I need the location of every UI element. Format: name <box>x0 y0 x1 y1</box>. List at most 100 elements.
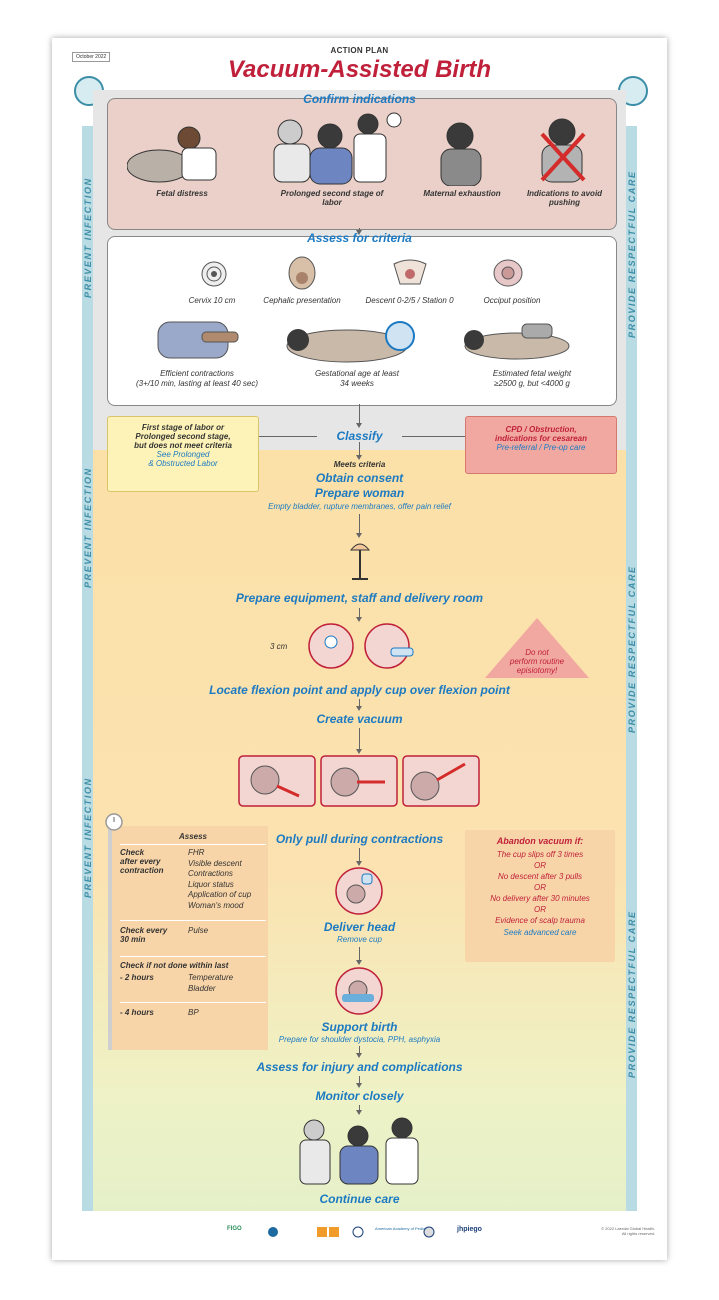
divider <box>120 920 266 921</box>
remove-cup-sub: Remove cup <box>337 935 382 944</box>
criteria-label: Efficient contractions <box>160 369 234 378</box>
maternal-exhaustion-illustration <box>440 122 482 186</box>
jhpiego-logo: jhpiego <box>457 1226 482 1233</box>
flow-arrow <box>356 228 362 235</box>
schedule-value: Temperature <box>188 973 234 982</box>
criteria-label: Descent 0-2/5 / Station 0 <box>365 296 454 305</box>
continue-care-heading: Continue care <box>319 1192 400 1206</box>
schedule-values: FHR Visible descent Contractions Liquor … <box>188 848 268 911</box>
cesarean-box: CPD / Obstruction, indications for cesar… <box>465 416 617 474</box>
page-title: Vacuum-Assisted Birth <box>227 56 492 83</box>
flow-arrow <box>356 442 362 460</box>
see-prolonged-link[interactable]: & Obstructed Labor <box>148 459 218 468</box>
schedule-key-line: after every <box>120 857 161 866</box>
aap-logo: American Academy of Pediatrics <box>375 1226 433 1231</box>
assess-title: Assess <box>178 832 208 841</box>
schedule-key: - 4 hours <box>120 1008 154 1017</box>
flexion-point-illustration <box>308 623 414 669</box>
criteria-label: Cephalic presentation <box>263 296 341 305</box>
fetal-weight-illustration <box>464 323 570 360</box>
assess-heading: Assess for criteria <box>307 231 412 245</box>
box-text: indications for cesarean <box>494 434 588 443</box>
schedule-value: Pulse <box>188 926 209 935</box>
obtain-consent-heading: Obtain consent <box>315 471 404 485</box>
box-text: CPD / Obstruction, <box>505 425 577 434</box>
criteria-label-detail: (3+/10 min, lasting at least 40 sec) <box>135 379 259 388</box>
schedule-row: Check after every contraction FHR Visibl… <box>120 848 266 918</box>
schedule-key-line: 30 min <box>120 935 146 944</box>
poster: October 2022 ACTION PLAN Vacuum-Assisted… <box>52 38 667 1260</box>
schedule-key-line: Check <box>120 848 145 857</box>
avoid-pushing-illustration <box>540 118 586 183</box>
support-birth-sub: Prepare for shoulder dystocia, PPH, asph… <box>278 1035 441 1044</box>
warning-line: Do not <box>525 648 549 657</box>
schedule-value: Application of cup <box>188 890 252 899</box>
flow-arrow <box>356 1105 362 1115</box>
flow-arrow <box>356 947 362 965</box>
locate-flexion-heading: Locate flexion point and apply cup over … <box>209 683 510 697</box>
support-birth-heading: Support birth <box>321 1020 398 1034</box>
warning-text: Do not perform routine episiotomy! <box>487 648 587 675</box>
cervix-icon <box>201 261 227 287</box>
descent-station-icon <box>393 259 427 285</box>
schedule-key: Check after every contraction <box>120 848 180 875</box>
abandon-condition: The cup slips off 3 times <box>496 850 584 859</box>
continue-care-illustration <box>299 1117 419 1185</box>
schedule-row: - 2 hours Temperature Bladder <box>120 973 266 999</box>
indication-label: Indications to avoid pushing <box>526 189 603 207</box>
abandon-condition: No delivery after 30 minutes <box>490 894 590 903</box>
abandon-or: OR <box>534 883 546 892</box>
abandon-vacuum-box: Abandon vacuum if: The cup slips off 3 t… <box>465 830 615 962</box>
copyright-text: © 2022 Laerdal Global Health. All rights… <box>601 1226 655 1236</box>
flow-arrow <box>356 404 362 428</box>
warning-line: perform routine <box>509 657 565 666</box>
only-pull-heading: Only pull during contractions <box>275 832 444 846</box>
flow-arrow <box>356 608 362 622</box>
abandon-or: OR <box>534 905 546 914</box>
schedule-row: Check every 30 min Pulse <box>120 926 266 950</box>
prepare-equipment-heading: Prepare equipment, staff and delivery ro… <box>235 591 484 605</box>
schedule-value: Contractions <box>188 869 233 878</box>
assess-injury-heading: Assess for injury and complications <box>256 1060 463 1074</box>
box-text: but does not meet criteria <box>134 441 232 450</box>
aap-logo-icon <box>423 1226 435 1238</box>
schedule-value: BP <box>188 1008 199 1017</box>
usaid-logo-icon <box>352 1226 364 1238</box>
abandon-condition: No descent after 3 pulls <box>497 872 583 881</box>
abandon-condition: Evidence of scalp trauma <box>495 916 585 925</box>
gestational-age-illustration <box>286 321 415 363</box>
left-side-band <box>82 126 93 1211</box>
classify-arrow-left <box>257 436 317 437</box>
criteria-label: Occiput position <box>483 296 541 305</box>
schedule-note: Check if not done within last <box>120 961 229 970</box>
flow-arrow <box>356 514 362 538</box>
schedule-value: Bladder <box>188 983 216 993</box>
schedule-values: Temperature Bladder <box>188 973 268 994</box>
see-prolonged-link[interactable]: See Prolonged <box>156 450 210 459</box>
box-text: First stage of labor or <box>141 423 225 432</box>
criteria-label-detail: 34 weeks <box>340 379 374 388</box>
schedule-value: Liquor status <box>188 879 234 889</box>
warning-line: episiotomy! <box>516 666 558 675</box>
pre-referral-link[interactable]: Pre-referral / Pre-op care <box>496 443 586 452</box>
schedule-value: FHR <box>188 848 205 857</box>
schedule-key: Check every 30 min <box>120 926 180 944</box>
fetal-distress-illustration <box>127 126 217 183</box>
flow-arrow <box>356 848 362 866</box>
delivery-lamp-icon <box>349 543 371 580</box>
support-birth-illustration <box>335 967 383 1015</box>
schedule-value: Visible descent <box>188 858 242 868</box>
schedule-key-line: contraction <box>120 866 164 875</box>
schedule-value: Woman's mood <box>188 900 244 910</box>
deliver-head-illustration <box>335 867 383 915</box>
divider <box>120 1002 266 1003</box>
seek-advanced-care-link[interactable]: Seek advanced care <box>503 928 577 937</box>
indication-label: Prolonged second stage of labor <box>280 189 384 207</box>
not-criteria-box: First stage of labor or Prolonged second… <box>107 416 259 492</box>
confirm-heading: Confirm indications <box>303 92 416 106</box>
schedule-row: - 4 hours BP <box>120 1008 266 1022</box>
divider <box>120 844 266 845</box>
occiput-position-icon <box>493 259 523 287</box>
assessment-schedule-box: Assess Check after every contraction FHR… <box>105 813 268 1050</box>
abandon-title: Abandon vacuum if: <box>496 836 584 846</box>
